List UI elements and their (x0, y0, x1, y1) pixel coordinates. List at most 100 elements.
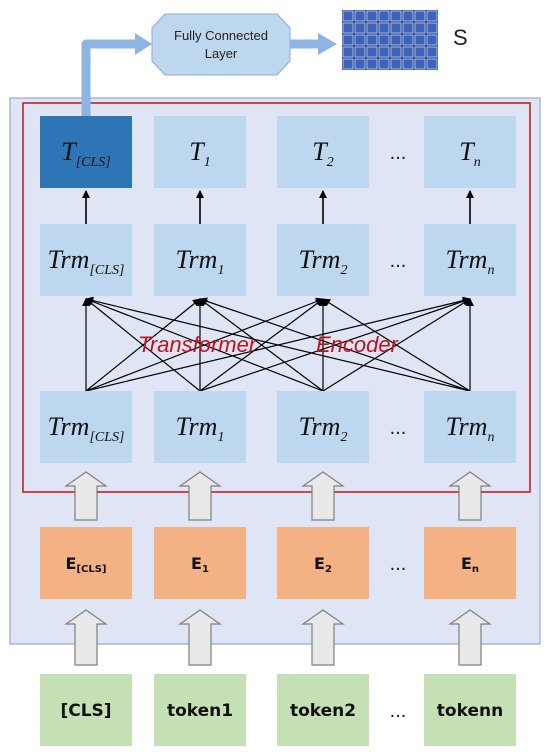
input-flow-arrow (64, 471, 108, 521)
input-flow-arrow (178, 609, 222, 666)
upper-trm-box (154, 224, 246, 296)
output-token-subscript: n (474, 155, 481, 170)
output-matrix-cell (342, 46, 354, 58)
output-matrix-cell (402, 58, 414, 70)
lower-trm-subscript: n (487, 430, 494, 445)
output-label-s: S (453, 25, 468, 50)
cls-to-fc-arrow-head (135, 33, 152, 55)
classification-flow: Fully Connected Layer S (81, 10, 468, 117)
output-matrix-cell (354, 46, 366, 58)
output-matrix-cell (354, 34, 366, 46)
lower-trm-box (40, 391, 132, 463)
input-flow-arrow (448, 609, 492, 666)
output-matrix-cell (366, 46, 378, 58)
attention-line (85, 298, 201, 392)
upper-trm-label: Trm2 (299, 245, 348, 278)
output-matrix-cell (414, 22, 426, 34)
output-token-box (40, 116, 132, 188)
output-matrix-cell (426, 22, 438, 34)
output-matrix-cell (426, 58, 438, 70)
output-matrix-cell (402, 22, 414, 34)
attention-line (85, 297, 324, 392)
input-token-label: tokenn (437, 701, 503, 721)
output-matrix-cell (390, 10, 402, 22)
attention-connections (82, 296, 474, 392)
output-token-subscript: [CLS] (76, 155, 111, 170)
output-matrix-cell (366, 34, 378, 46)
fc-to-output-arrow-head (318, 33, 337, 55)
lower-trm-box (424, 391, 516, 463)
output-matrix-cell (366, 58, 378, 70)
upper-trm-box (424, 224, 516, 296)
output-token-box (424, 116, 516, 188)
input-flow-arrow (178, 471, 222, 521)
fc-label-line1: Fully Connected (174, 28, 268, 43)
input-flow-arrow (301, 609, 345, 666)
lower-trm-subscript: 1 (217, 430, 224, 445)
input-token-label: token2 (290, 701, 356, 721)
output-matrix-cell (342, 22, 354, 34)
output-matrix-cell (402, 46, 414, 58)
input-flow-arrows (64, 471, 492, 666)
output-token-box (277, 116, 369, 188)
fully-connected-layer-node (151, 13, 291, 76)
upper-trm-subscript: 2 (340, 263, 347, 278)
output-matrix-cell (414, 58, 426, 70)
output-token-subscript: 2 (327, 155, 334, 170)
output-matrix-cell (366, 22, 378, 34)
output-matrix-cell (414, 46, 426, 58)
output-matrix-cell (354, 22, 366, 34)
output-matrix-cell (378, 22, 390, 34)
output-matrix-cell (378, 34, 390, 46)
transformer-label: Transformer (138, 332, 258, 357)
output-matrix-cell (426, 10, 438, 22)
upper-trm-subscript: [CLS] (89, 263, 124, 278)
upper-trm-label: Trm1 (176, 245, 225, 278)
lower-trm-subscript: [CLS] (89, 430, 124, 445)
input-token-box (424, 674, 516, 746)
output-matrix-cell (426, 34, 438, 46)
output-matrix-cell (402, 10, 414, 22)
output-matrix-cell (390, 58, 402, 70)
lower-trm-subscript: 2 (340, 430, 347, 445)
upper-trm-subscript: 1 (217, 263, 224, 278)
output-token-box (154, 116, 246, 188)
input-token-box (40, 674, 132, 746)
output-matrix-cell (378, 46, 390, 58)
output-matrix-cell (390, 34, 402, 46)
input-token-label: token1 (167, 701, 233, 721)
ellipsis: ... (390, 700, 407, 722)
ellipsis: ... (390, 417, 407, 439)
embedding-box (154, 527, 246, 599)
upper-trm-label: Trm[CLS] (48, 245, 125, 278)
lower-trm-box (154, 391, 246, 463)
upper-trm-label: Trmn (446, 245, 495, 278)
output-matrix-grid (342, 10, 438, 70)
embedding-subscript: n (472, 564, 479, 575)
output-matrix-cell (414, 10, 426, 22)
embedding-box (40, 527, 132, 599)
ellipsis: ... (390, 142, 407, 164)
output-matrix-cell (390, 46, 402, 58)
output-matrix-cell (426, 46, 438, 58)
encoder-label: Encoder (316, 332, 400, 357)
input-token-box (277, 674, 369, 746)
output-token-subscript: 1 (204, 155, 211, 170)
output-matrix-cell (342, 34, 354, 46)
upper-trm-box (40, 224, 132, 296)
embedding-subscript: 2 (325, 564, 332, 575)
ellipsis: ... (390, 553, 407, 575)
embedding-subscript: 1 (202, 564, 209, 575)
upper-trm-subscript: n (487, 263, 494, 278)
output-matrix-cell (414, 34, 426, 46)
lower-trm-box (277, 391, 369, 463)
output-matrix-cell (390, 22, 402, 34)
output-matrix-cell (378, 58, 390, 70)
embedding-box (277, 527, 369, 599)
input-flow-arrow (64, 609, 108, 666)
